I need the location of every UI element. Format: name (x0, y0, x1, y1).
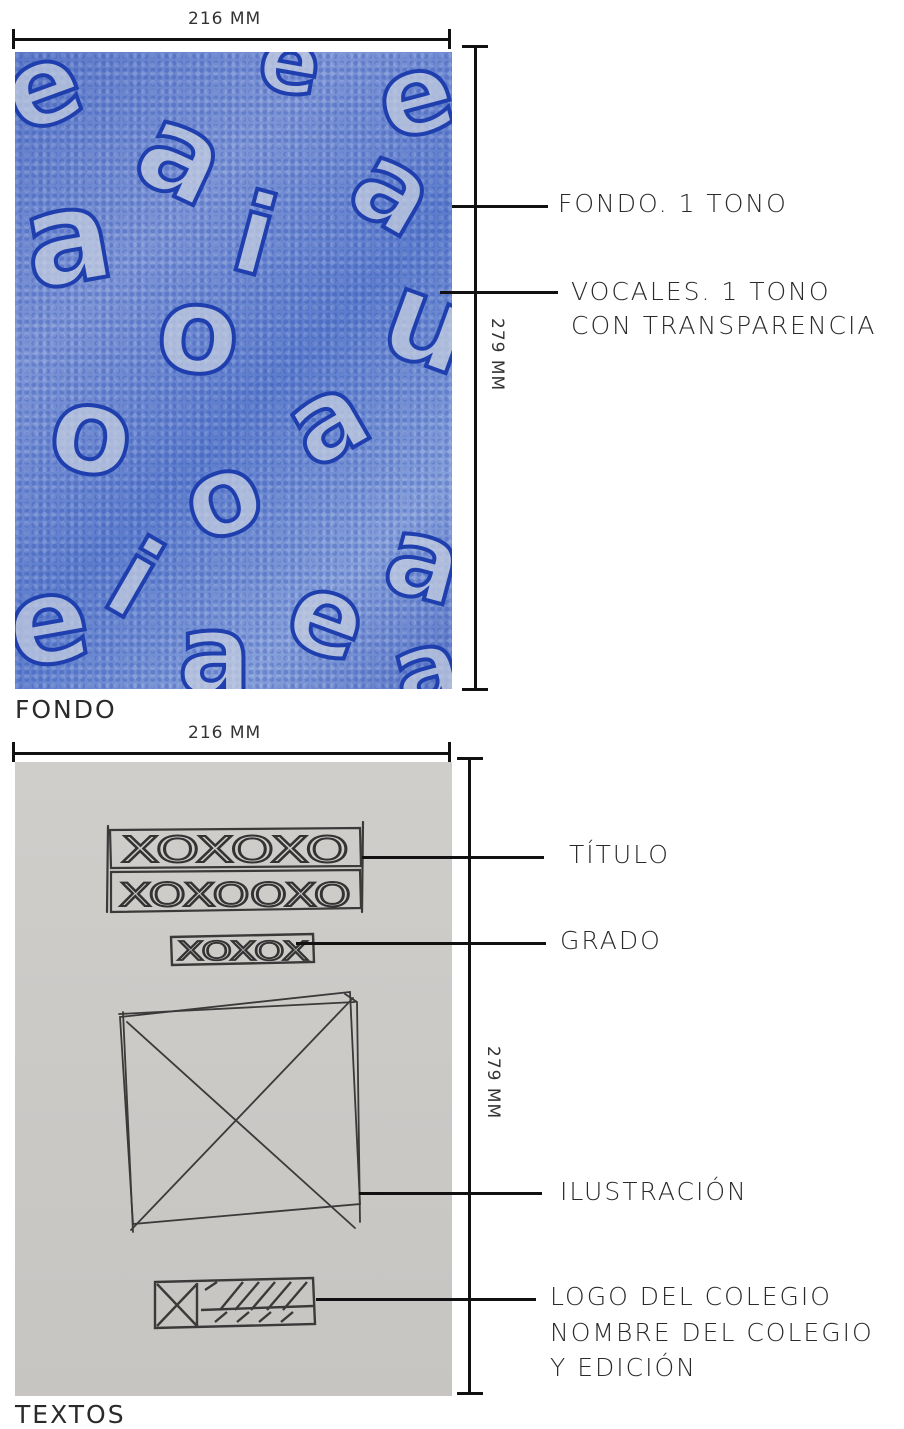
layout-sketch: XOXOXO XOXOOXO XOXOX (105, 820, 365, 1330)
bottom-height-label: 279 MM (483, 1046, 503, 1120)
logo-annotation-line3: Y EDICIÓN (550, 1353, 697, 1382)
bottom-height-dimension-line (468, 758, 471, 1394)
top-height-label: 279 MM (487, 318, 507, 392)
pattern-letter-e: e (15, 52, 99, 159)
pattern-letter-a: a (178, 590, 252, 689)
logo-sketch-block (153, 1276, 317, 1330)
logo-annotation-line2: NOMBRE DEL COLEGIO (550, 1318, 874, 1347)
vocales-annotation-line1: VOCALES. 1 TONO (571, 277, 831, 306)
grado-annotation: GRADO (560, 926, 662, 955)
fondo-annotation: FONDO. 1 TONO (558, 189, 788, 218)
vocales-annotation-line2: CON TRANSPARENCIA (571, 311, 877, 340)
logo-annotation-line1: LOGO DEL COLEGIO (550, 1282, 832, 1311)
pattern-letter-e: e (251, 52, 329, 119)
pattern-letter-i: i (86, 514, 183, 644)
top-width-tick-left (12, 29, 15, 49)
pattern-letter-u: u (365, 244, 452, 404)
top-width-label: 216 MM (188, 9, 262, 29)
pattern-letter-a: a (116, 75, 248, 235)
bottom-width-dimension-line (12, 752, 450, 755)
pattern-letter-o: o (151, 259, 245, 405)
title-sketch-line1: XOXOXO (121, 830, 349, 871)
ilustracion-leader-line (359, 1192, 542, 1195)
pattern-letter-a: a (15, 155, 124, 320)
top-caption: FONDO (15, 695, 117, 724)
top-width-tick-right (448, 29, 451, 49)
top-height-tick-top (462, 45, 488, 48)
cover-layout-sketch-panel: XOXOXO XOXOOXO XOXOX (15, 762, 452, 1396)
bottom-height-tick-top (457, 757, 483, 760)
bottom-width-tick-left (12, 742, 15, 762)
bottom-caption: TEXTOS (15, 1400, 126, 1429)
grade-sketch-text: XOXOX (177, 937, 309, 967)
bottom-width-label: 216 MM (188, 723, 262, 743)
grade-sketch-box (169, 932, 316, 967)
ilustracion-annotation: ILUSTRACIÓN (560, 1177, 748, 1206)
title-sketch-line2: XOXOOXO (119, 876, 351, 914)
bottom-height-tick-bottom (457, 1392, 483, 1395)
illustration-sketch-box (118, 991, 361, 1233)
top-height-dimension-line (474, 46, 477, 690)
titulo-annotation: TÍTULO (569, 840, 670, 869)
vocales-leader-line (440, 291, 558, 294)
pattern-letter-a: a (330, 115, 452, 263)
pattern-letter-e: e (15, 547, 100, 689)
pattern-letter-o: o (165, 423, 280, 569)
top-width-dimension-line (12, 38, 450, 41)
logo-leader-line (316, 1298, 536, 1301)
pattern-letter-e: e (271, 543, 385, 689)
top-height-tick-bottom (462, 688, 488, 691)
titulo-leader-line (362, 856, 544, 859)
grado-leader-line (296, 942, 546, 945)
fondo-leader-line (452, 205, 548, 208)
pattern-letter-o: o (39, 357, 144, 508)
bottom-width-tick-right (448, 742, 451, 762)
title-sketch-block (105, 820, 365, 914)
